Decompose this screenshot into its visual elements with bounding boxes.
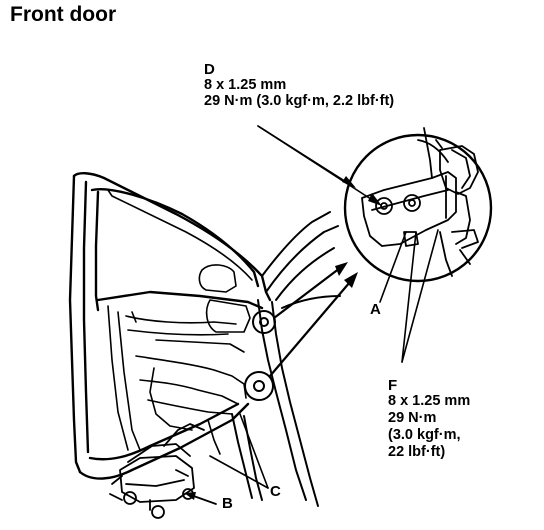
spec-f-torque: 29 N·m [388,410,437,426]
spec-f-metric: (3.0 kgf·m, [388,427,461,443]
callout-d: D [204,61,215,78]
hinge-circle-lower [244,371,274,401]
door-hinge-detail-icon [343,133,493,283]
page-title: Front door [10,3,117,26]
hinge-detail-parts [361,127,479,277]
spec-f-imperial: 22 lbf·ft) [388,444,446,460]
arrowheads [184,176,382,500]
spec-f-size: 8 x 1.25 mm [388,393,471,409]
callout-b: B [222,495,233,512]
door-outline [68,172,272,480]
spec-d-torque: 29 N·m (3.0 kgf·m, 2.2 lbf·ft) [204,93,395,109]
callout-c: C [270,483,281,500]
callout-f: F [388,377,398,394]
hinge-circle-upper [252,310,276,334]
spec-d-size: 8 x 1.25 mm [204,77,287,93]
door-trim-lines [107,189,253,455]
leader-lines [209,125,439,489]
floor-jack-icon [109,423,205,519]
callout-a: A [370,301,381,318]
body-pillar [231,211,341,507]
zoom-arrows [268,266,352,378]
